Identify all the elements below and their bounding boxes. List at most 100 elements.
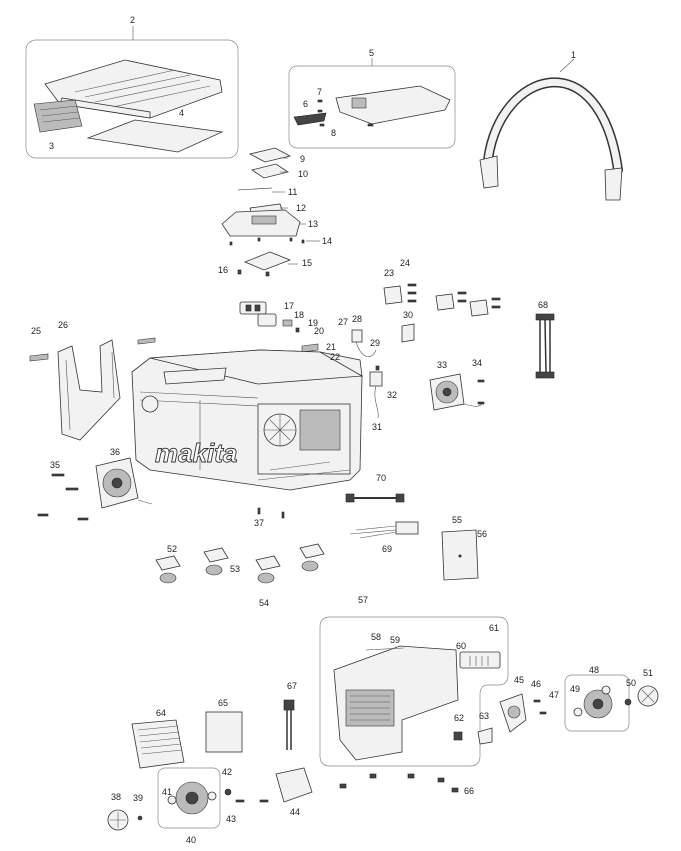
callout-30: 30: [403, 310, 413, 320]
callout-39: 39: [133, 793, 143, 803]
callout-28: 28: [352, 314, 362, 324]
callout-21: 21: [326, 342, 336, 352]
callout-35: 35: [50, 460, 60, 470]
callout-41: 41: [162, 787, 172, 797]
callout-26: 26: [58, 320, 68, 330]
part-plate-55: [441, 529, 479, 581]
callout-48: 48: [589, 665, 599, 675]
callout-36: 36: [110, 447, 120, 457]
callout-1: 1: [571, 50, 576, 60]
callout-49: 49: [570, 684, 580, 694]
callout-46: 46: [531, 679, 541, 689]
callout-40: 40: [186, 835, 196, 845]
callout-33: 33: [437, 360, 447, 370]
callout-32: 32: [387, 390, 397, 400]
part-control-module: [333, 645, 501, 761]
part-probe-67: [283, 699, 295, 750]
part-control-cover: [293, 85, 451, 127]
part-fan-36: [95, 457, 153, 509]
callout-8: 8: [331, 128, 336, 138]
callout-14: 14: [322, 236, 332, 246]
callout-34: 34: [472, 358, 482, 368]
part-screws: [37, 379, 485, 521]
callout-29: 29: [370, 338, 380, 348]
callout-56: 56: [477, 529, 487, 539]
callout-52: 52: [167, 544, 177, 554]
callout-65: 65: [218, 698, 228, 708]
part-brackets: [383, 283, 501, 343]
callout-12: 12: [296, 203, 306, 213]
callout-31: 31: [372, 422, 382, 432]
part-shoulder-strap: [479, 77, 623, 201]
part-grille-64: [131, 719, 185, 769]
callout-25: 25: [31, 326, 41, 336]
part-gasket-4: [86, 119, 224, 153]
callout-45: 45: [514, 675, 524, 685]
part-sheet-65: [205, 711, 243, 753]
part-screws-66: [339, 773, 459, 793]
callout-7: 7: [317, 87, 322, 97]
callout-51: 51: [643, 668, 653, 678]
callout-62: 62: [454, 713, 464, 723]
callout-64: 64: [156, 708, 166, 718]
callout-55: 55: [452, 515, 462, 525]
part-fan-blade-38: [107, 809, 143, 831]
callout-61: 61: [489, 623, 499, 633]
housing-logo-text: makita: [155, 438, 237, 468]
callout-24: 24: [400, 258, 410, 268]
part-feet: [155, 543, 325, 584]
callout-19: 19: [308, 318, 318, 328]
callout-22: 22: [330, 352, 340, 362]
callout-5: 5: [369, 48, 374, 58]
group-box-40: [157, 767, 221, 829]
callout-17: 17: [284, 301, 294, 311]
callout-15: 15: [302, 258, 312, 268]
callout-68: 68: [538, 300, 548, 310]
callout-13: 13: [308, 219, 318, 229]
callout-37: 37: [254, 518, 264, 528]
callout-2: 2: [130, 15, 135, 25]
callout-18: 18: [294, 310, 304, 320]
callout-6: 6: [303, 99, 308, 109]
part-display-panel: [221, 147, 305, 277]
callout-11: 11: [288, 187, 297, 197]
part-cable-bundle: [535, 313, 555, 379]
callout-10: 10: [298, 169, 308, 179]
callout-38: 38: [111, 792, 121, 802]
callout-57: 57: [358, 595, 368, 605]
callout-66: 66: [464, 786, 474, 796]
callout-42: 42: [222, 767, 232, 777]
callout-60: 60: [456, 641, 466, 651]
part-handle-grip-3: [33, 99, 83, 133]
callout-16: 16: [218, 265, 228, 275]
callout-44: 44: [290, 807, 300, 817]
callout-50: 50: [626, 678, 636, 688]
group-box-2: [25, 39, 239, 159]
leader-lines: [132, 26, 575, 265]
part-motor-40: [167, 781, 269, 815]
part-fan-33: [429, 373, 483, 411]
callout-43: 43: [226, 814, 236, 824]
group-box-57: [319, 616, 509, 767]
part-lid: [44, 59, 223, 119]
callout-27: 27: [338, 317, 348, 327]
part-fan-shroud: [499, 693, 547, 733]
callout-23: 23: [384, 268, 394, 278]
part-harness: [345, 493, 419, 539]
callout-3: 3: [49, 141, 54, 151]
callout-4: 4: [179, 108, 184, 118]
callout-59: 59: [390, 635, 400, 645]
part-carry-handle: [29, 337, 156, 441]
callout-67: 67: [287, 681, 297, 691]
callout-63: 63: [479, 711, 489, 721]
part-motor-48: [573, 685, 659, 719]
part-cover-44: [275, 767, 313, 803]
callout-58: 58: [371, 632, 381, 642]
callout-9: 9: [300, 154, 305, 164]
callout-69: 69: [382, 544, 392, 554]
callout-53: 53: [230, 564, 240, 574]
part-wiring: [351, 329, 383, 419]
callout-20: 20: [314, 326, 324, 336]
callout-47: 47: [549, 690, 559, 700]
